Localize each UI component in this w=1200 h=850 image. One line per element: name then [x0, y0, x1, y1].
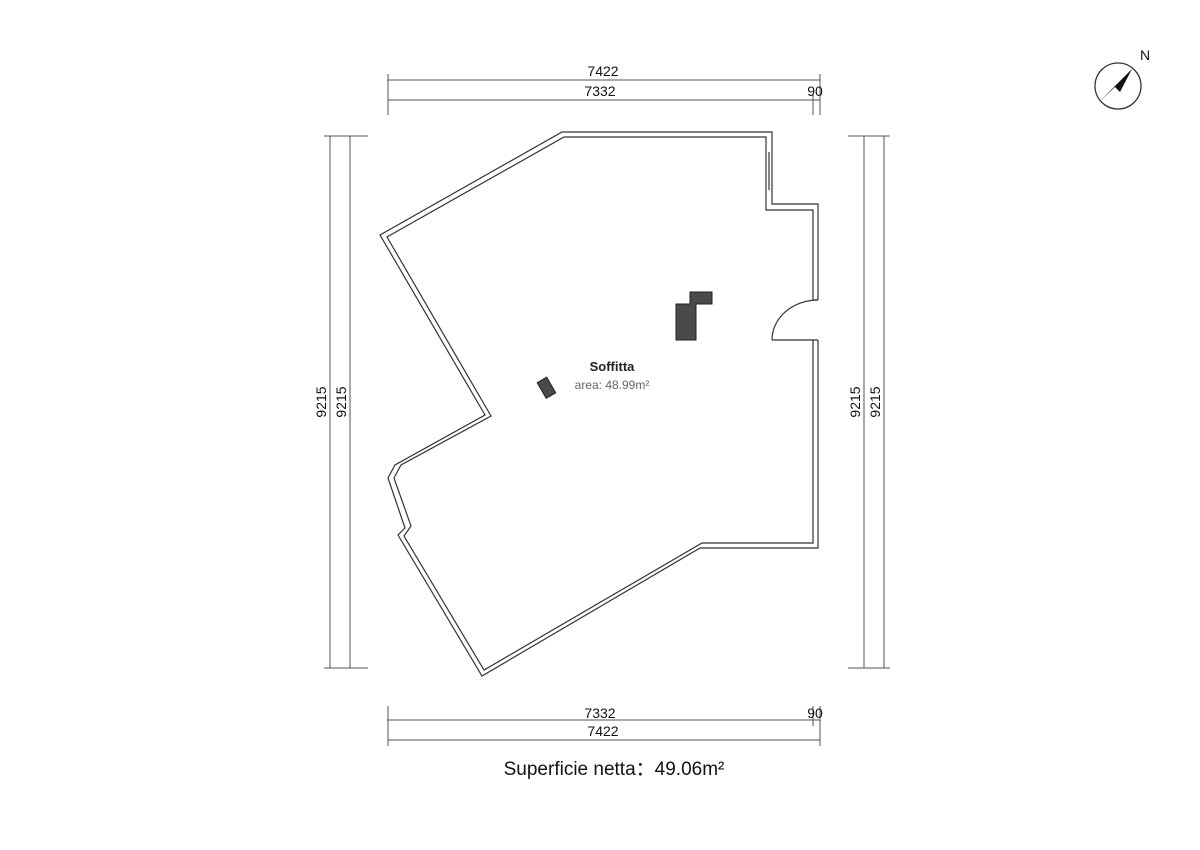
- net-area-summary: Superficie netta：49.06m²: [504, 759, 725, 780]
- left-dimensions: 9215 9215: [313, 135, 368, 669]
- chimney-fixture: [675, 291, 713, 341]
- bottom-dimensions: 7332 90 7422: [387, 705, 823, 746]
- dim-bottom-total: 7422: [587, 723, 618, 739]
- dim-left-inner: 9215: [333, 386, 349, 417]
- room-walls: [379, 131, 819, 677]
- compass: N: [1094, 47, 1150, 110]
- dim-bottom-main: 7332: [584, 705, 615, 721]
- room-area: area: 48.99m²: [575, 378, 650, 392]
- north-label: N: [1140, 47, 1150, 63]
- dim-right-inner: 9215: [847, 386, 863, 417]
- inner-wall: [386, 136, 814, 671]
- dim-right-outer: 9215: [867, 386, 883, 417]
- top-dimensions: 7422 7332 90: [387, 63, 823, 115]
- dim-top-extra: 90: [807, 83, 823, 99]
- door: [771, 299, 819, 341]
- room-name: Soffitta: [590, 359, 636, 374]
- room-label: Soffitta area: 48.99m²: [575, 359, 650, 392]
- dim-top-total: 7422: [587, 63, 618, 79]
- dim-top-main: 7332: [584, 83, 615, 99]
- dim-left-outer: 9215: [313, 386, 329, 417]
- fixtures: [536, 291, 713, 399]
- dim-bottom-extra: 90: [807, 705, 823, 721]
- small-fixture: [536, 376, 557, 399]
- right-dimensions: 9215 9215: [847, 135, 890, 669]
- north-arrow-icon: [1098, 69, 1132, 103]
- outer-wall: [379, 131, 819, 677]
